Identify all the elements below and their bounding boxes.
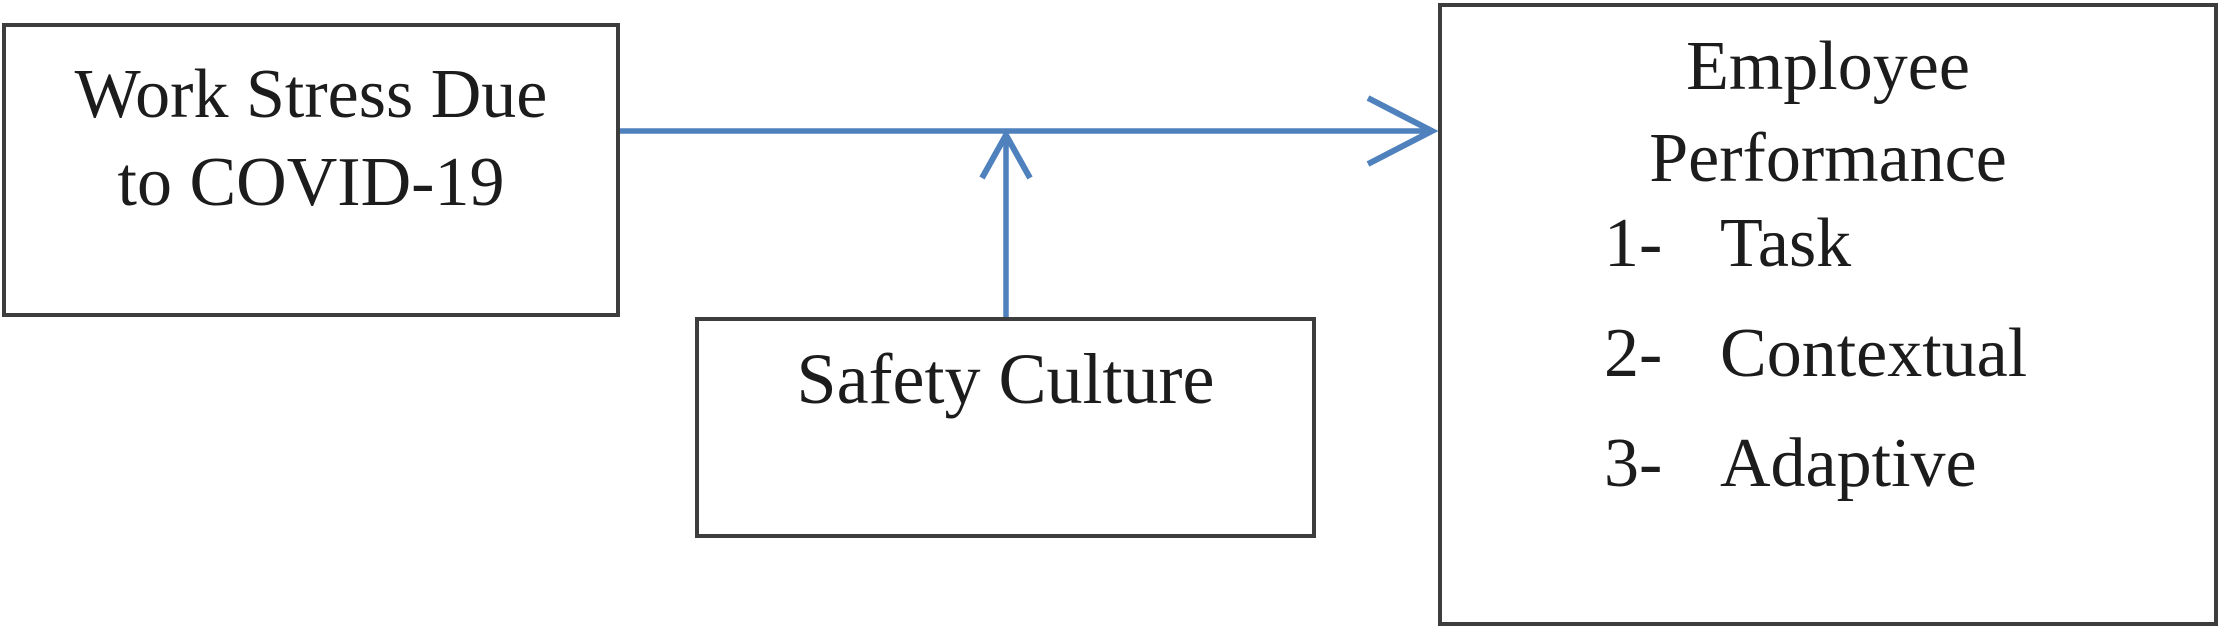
employee-performance-title-line-2: Performance [1649, 120, 2007, 197]
performance-item-task: 1- Task [1604, 189, 2204, 299]
performance-item-adaptive: 3- Adaptive [1604, 409, 2204, 519]
performance-item-number: 1- [1604, 205, 1663, 282]
performance-item-label: Adaptive [1720, 425, 1977, 502]
performance-item-label: Contextual [1720, 315, 2028, 392]
work-stress-box: Work Stress Due to COVID-19 [2, 23, 620, 317]
work-stress-title: Work Stress Due to COVID-19 [6, 51, 616, 227]
employee-performance-title: Employee Performance [1442, 21, 2214, 205]
work-stress-title-line-2: to COVID-19 [117, 144, 505, 221]
performance-list: 1- Task 2- Contextual 3- Adaptive [1604, 189, 2204, 519]
employee-performance-title-line-1: Employee [1686, 28, 1970, 105]
performance-item-number: 2- [1604, 315, 1663, 392]
work-stress-title-line-1: Work Stress Due [74, 56, 548, 133]
performance-item-number: 3- [1604, 425, 1663, 502]
direct-effect-arrow-icon [620, 95, 1439, 167]
moderator-arrow-icon [979, 128, 1033, 317]
safety-culture-label: Safety Culture [796, 339, 1215, 419]
performance-item-contextual: 2- Contextual [1604, 299, 2204, 409]
safety-culture-box: Safety Culture [695, 317, 1316, 538]
performance-item-label: Task [1720, 205, 1852, 282]
employee-performance-box: Employee Performance 1- Task 2- Contextual… [1438, 3, 2218, 626]
